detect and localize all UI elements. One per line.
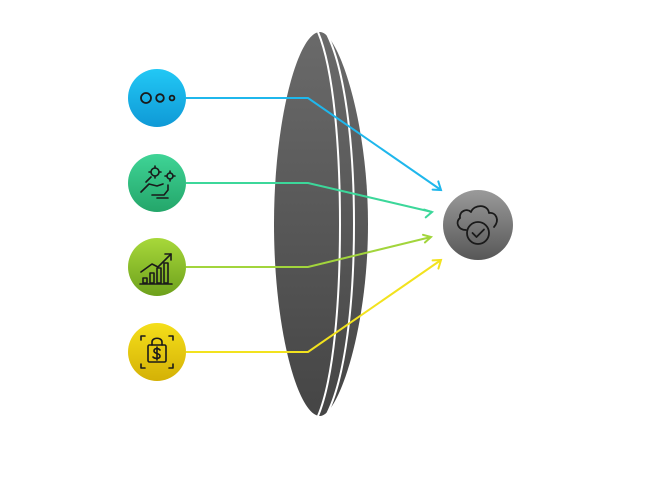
three-dots-icon bbox=[140, 92, 176, 104]
lens bbox=[274, 31, 368, 417]
target-circle bbox=[443, 190, 513, 260]
connector-dots bbox=[186, 97, 443, 192]
input-node-shopping bbox=[128, 323, 186, 381]
connector-growth bbox=[186, 233, 434, 268]
connector-line-hand bbox=[186, 182, 433, 213]
lens-body bbox=[274, 32, 368, 416]
connector-line-dots bbox=[186, 97, 442, 191]
cloud-check-icon bbox=[456, 205, 498, 245]
connectors bbox=[186, 97, 443, 353]
arrowhead-growth bbox=[422, 233, 434, 244]
connector-line-shopping bbox=[186, 259, 442, 353]
connector-shopping bbox=[186, 258, 443, 353]
growth-chart-icon bbox=[139, 253, 173, 285]
lens-edge-inner bbox=[317, 31, 342, 417]
connector-line-growth bbox=[186, 236, 432, 268]
hand-with-gears-icon bbox=[140, 165, 176, 199]
input-node-hand bbox=[128, 154, 186, 212]
input-circle-hand bbox=[128, 154, 186, 212]
arrowhead-dots bbox=[431, 180, 443, 192]
lens-edge-outer bbox=[325, 31, 356, 417]
input-node-dots bbox=[128, 69, 186, 127]
input-node-growth bbox=[128, 238, 186, 296]
target-node bbox=[443, 190, 513, 260]
connector-hand bbox=[186, 182, 435, 219]
shopping-bag-dollar-icon bbox=[140, 335, 174, 369]
arrowhead-shopping bbox=[431, 258, 443, 270]
arrowhead-hand bbox=[423, 208, 435, 219]
